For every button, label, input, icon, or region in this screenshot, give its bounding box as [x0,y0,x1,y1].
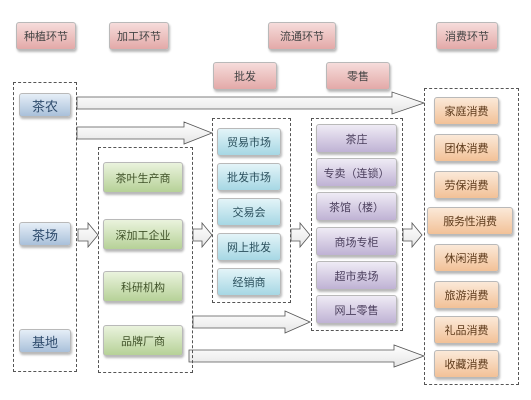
retail-online: 网上零售 [316,295,397,324]
processor-tea-producer: 茶叶生产商 [103,162,183,193]
wholesale-trade-market: 贸易市场 [217,128,281,156]
wholesale-wholesale-market: 批发市场 [217,163,281,191]
retail-supermarket: 超市卖场 [316,261,397,290]
arrow-wholesale-to-retail [290,221,311,249]
header-planting: 种植环节 [16,22,76,50]
arrow-farmer-to-consumption [76,91,426,115]
header-retail: 零售 [326,62,390,90]
consumption-gift: 礼品消费 [434,316,499,344]
arrow-processing-to-consumption [188,344,426,368]
consumption-labor-protection: 劳保消费 [434,171,499,199]
header-consumption: 消费环节 [436,22,498,50]
group-wholesale [212,118,291,303]
arrow-processing-to-wholesale [192,221,213,249]
group-producers [13,82,77,372]
wholesale-trade-fair: 交易会 [217,198,281,226]
processor-research: 科研机构 [103,271,183,302]
processor-brand: 品牌厂商 [103,325,183,356]
arrow-retail-to-consumption [402,221,423,249]
wholesale-online: 网上批发 [217,233,281,261]
producer-tea-farmer: 茶农 [19,93,71,117]
consumption-tourism: 旅游消费 [434,281,499,309]
arrow-producer-to-processing [77,221,99,249]
retail-teahouse-building: 茶馆（楼） [316,192,397,221]
arrow-processing-to-retail [192,310,311,334]
retail-tea-house: 茶庄 [316,124,397,153]
consumption-group: 团体消费 [434,134,499,162]
consumption-family: 家庭消费 [434,97,499,125]
processor-deep-processing: 深加工企业 [103,219,183,250]
header-circulation: 流通环节 [268,22,336,50]
consumption-leisure: 休闲消费 [434,244,499,272]
producer-base: 基地 [19,329,71,353]
wholesale-distributor: 经销商 [217,268,281,296]
header-processing: 加工环节 [109,22,169,50]
arrow-farmer-to-wholesale [76,121,214,145]
group-processors [98,147,193,373]
header-wholesale: 批发 [213,62,277,90]
producer-tea-plantation: 茶场 [19,222,71,246]
retail-franchise: 专卖（连锁） [316,158,397,187]
group-consumption [424,88,519,385]
group-retail [311,118,403,331]
consumption-service: 服务性消费 [427,207,513,235]
retail-mall-counter: 商场专柜 [316,227,397,256]
consumption-collection: 收藏消费 [434,350,499,378]
